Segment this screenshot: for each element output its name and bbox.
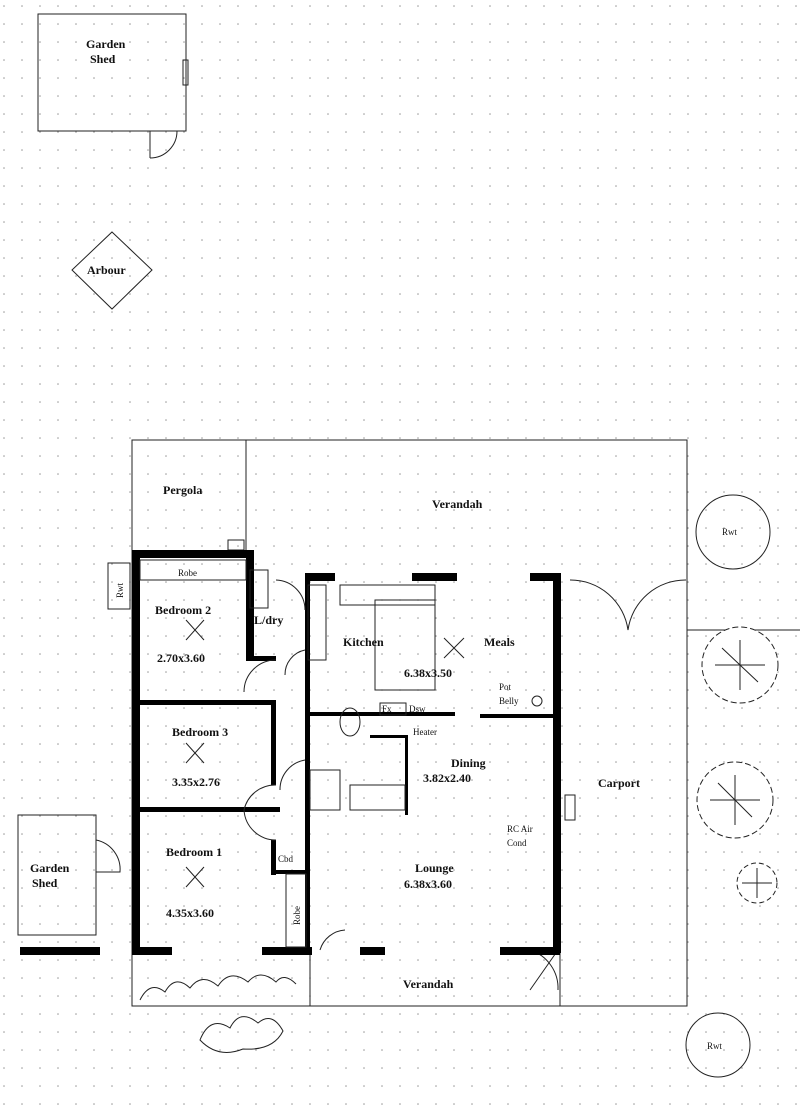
door-swings — [139, 559, 543, 951]
svg-text:Garden: Garden — [30, 861, 70, 875]
kitchen-label: Kitchen — [343, 635, 384, 649]
bedroom2-size: 2.70x3.60 — [157, 651, 205, 665]
shrubs — [139, 974, 297, 1053]
lounge-size: 6.38x3.60 — [404, 877, 452, 891]
kitchen-meals-size: 6.38x3.50 — [404, 666, 452, 680]
bedroom1-label: Bedroom 1 — [166, 845, 222, 859]
tree-icon — [696, 626, 779, 904]
meals-label: Meals — [484, 635, 515, 649]
rainwater-tank-bottom: Rwt — [685, 1012, 751, 1078]
carport-label: Carport — [598, 776, 640, 790]
garden-shed-bottom: Garden Shed — [17, 814, 121, 936]
arbour: Arbour — [71, 231, 153, 310]
dishwasher-label: Dsw — [409, 704, 426, 714]
svg-text:Shed: Shed — [32, 876, 58, 890]
rainwater-tank-left: Rwt — [107, 562, 131, 610]
dining-label: Dining — [451, 756, 486, 770]
pot-belly-label: Belly — [499, 696, 519, 706]
bedroom3-size: 3.35x2.76 — [172, 775, 220, 789]
bedroom1-size: 4.35x3.60 — [166, 906, 214, 920]
pergola-label: Pergola — [163, 483, 202, 497]
arbour-label: Arbour — [87, 263, 126, 277]
cupboard-label: Cbd — [278, 854, 294, 864]
robe-label: Robe — [178, 568, 197, 578]
pot-belly-label: Pot — [499, 682, 512, 692]
bedroom2-label: Bedroom 2 — [155, 603, 211, 617]
rainwater-tank-right: Rwt — [695, 494, 771, 570]
fx-label: Fx — [382, 704, 392, 714]
garden-shed-label: Shed — [90, 52, 116, 66]
svg-text:Rwt: Rwt — [115, 582, 125, 598]
laundry-label: L/dry — [254, 613, 283, 627]
bedroom3-label: Bedroom 3 — [172, 725, 228, 739]
garden-shed-label: Garden — [86, 37, 126, 51]
svg-text:Rwt: Rwt — [722, 527, 738, 537]
rc-air-cond-label: RC Air — [507, 824, 533, 834]
lounge-label: Lounge — [415, 861, 454, 875]
svg-text:Rwt: Rwt — [707, 1041, 723, 1051]
garden-shed-top: Garden Shed — [37, 13, 189, 159]
verandah-front-label: Verandah — [403, 977, 454, 991]
rc-air-cond-label: Cond — [507, 838, 527, 848]
dining-size: 3.82x2.40 — [423, 771, 471, 785]
verandah-rear-label: Verandah — [432, 497, 483, 511]
heater-label: Heater — [413, 727, 437, 737]
ceiling-fan-icon — [185, 619, 465, 888]
robe-label: Robe — [292, 906, 302, 925]
